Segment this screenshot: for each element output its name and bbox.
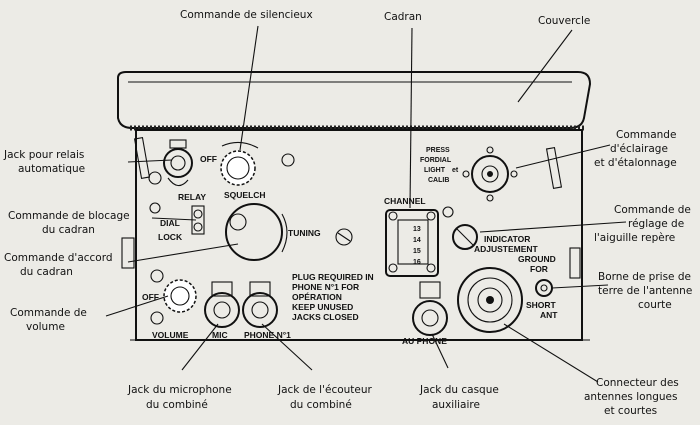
mark-au-phone: AU PHONE: [402, 336, 447, 346]
phone1-jack: [242, 281, 278, 328]
mark-ch-13: 13: [413, 226, 421, 233]
label-blocage-2: du cadran: [42, 224, 95, 236]
relay-jack: [148, 139, 193, 214]
label-accord-1: Commande d'accord: [4, 252, 113, 264]
label-casque-2: auxiliaire: [432, 399, 480, 411]
label-relais-2: automatique: [18, 163, 85, 175]
mark-ch-15: 15: [413, 248, 421, 255]
label-connecteur-3: et courtes: [604, 405, 657, 417]
label-micro-1: Jack du microphone: [127, 384, 232, 396]
mark-plug-5: JACKS CLOSED: [292, 312, 359, 322]
label-connecteur-1: Connecteur des: [596, 377, 679, 389]
label-eclairage-2: d'éclairage: [610, 143, 668, 155]
mark-fordial: FORDIAL: [420, 157, 452, 164]
indicator-adjust-knob: [452, 224, 478, 250]
label-blocage-1: Commande de blocage: [8, 210, 130, 222]
ground-post: [535, 279, 553, 297]
mic-jack: [204, 281, 240, 328]
squelch-knob: [220, 141, 295, 186]
front-panel: [121, 129, 590, 341]
light-calib-button: [442, 146, 518, 218]
mark-plug-4: KEEP UNUSED: [292, 302, 353, 312]
mark-off-top: OFF: [200, 154, 217, 164]
mark-ch-14: 14: [413, 237, 421, 244]
label-casque-1: Jack du casque: [419, 384, 499, 396]
mark-ch-16: 16: [413, 259, 421, 266]
label-accord-2: du cadran: [20, 266, 73, 278]
mark-tuning: TUNING: [288, 228, 321, 238]
tuning-knob: [225, 203, 353, 261]
label-eclairage-1: Commande: [616, 129, 676, 141]
lid: [117, 71, 592, 131]
panel-markings: OFF RELAY SQUELCH DIAL LOCK TUNING CHANN…: [142, 147, 558, 346]
mark-off-vol: OFF: [142, 292, 159, 302]
label-reglage-1: Commande de: [614, 204, 691, 216]
label-micro-2: du combiné: [146, 399, 208, 411]
mark-mic: MIC: [212, 330, 228, 340]
mark-ant: ANT: [540, 310, 558, 320]
mark-plug-2: PHONE N°1 FOR: [292, 282, 359, 292]
mark-squelch: SQUELCH: [224, 190, 266, 200]
mark-dial: DIAL: [160, 218, 180, 228]
channel-dial: [385, 209, 439, 277]
label-volume-1: Commande de: [10, 307, 87, 319]
callout-labels: Commande de silencieux Cadran Couvercle …: [3, 9, 692, 417]
label-borne-1: Borne de prise de: [598, 271, 691, 283]
label-eclairage-3: et d'étalonnage: [594, 157, 677, 169]
mark-light: LIGHT: [424, 167, 446, 174]
label-silencieux: Commande de silencieux: [180, 9, 313, 21]
mark-et: et: [452, 167, 459, 174]
mark-calib: CALIB: [428, 177, 449, 184]
mark-lock: LOCK: [158, 232, 183, 242]
mark-adjustement: ADJUSTEMENT: [474, 244, 539, 254]
label-reglage-2: réglage de: [628, 218, 684, 230]
mark-plug-1: PLUG REQUIRED IN: [292, 272, 374, 282]
label-volume-2: volume: [26, 321, 65, 333]
mark-indicator: INDICATOR: [484, 234, 530, 244]
mark-plug-3: OPÉRATION: [292, 292, 342, 302]
volume-knob: [150, 269, 197, 325]
label-borne-3: courte: [638, 299, 672, 311]
mark-volume: VOLUME: [152, 330, 189, 340]
au-phone-jack: [412, 281, 448, 336]
label-couvercle: Couvercle: [538, 15, 590, 27]
mark-press: PRESS: [426, 147, 450, 154]
mark-phone1: PHONE N°1: [244, 330, 291, 340]
label-connecteur-2: antennes longues: [584, 391, 678, 403]
leader-lines: [105, 25, 627, 383]
label-relais-1: Jack pour relais: [3, 149, 84, 161]
mark-ground: GROUND: [518, 254, 556, 264]
label-ecouteur-2: du combiné: [290, 399, 352, 411]
antenna-connector: [457, 267, 523, 333]
mark-relay: RELAY: [178, 192, 206, 202]
label-borne-2: terre de l'antenne: [598, 285, 692, 297]
label-cadran: Cadran: [384, 11, 422, 23]
label-reglage-3: l'aiguille repère: [594, 232, 675, 244]
mark-short: SHORT: [526, 300, 557, 310]
mark-for: FOR: [530, 264, 548, 274]
label-ecouteur-1: Jack de l'écouteur: [277, 384, 373, 396]
mark-channel: CHANNEL: [384, 196, 426, 206]
